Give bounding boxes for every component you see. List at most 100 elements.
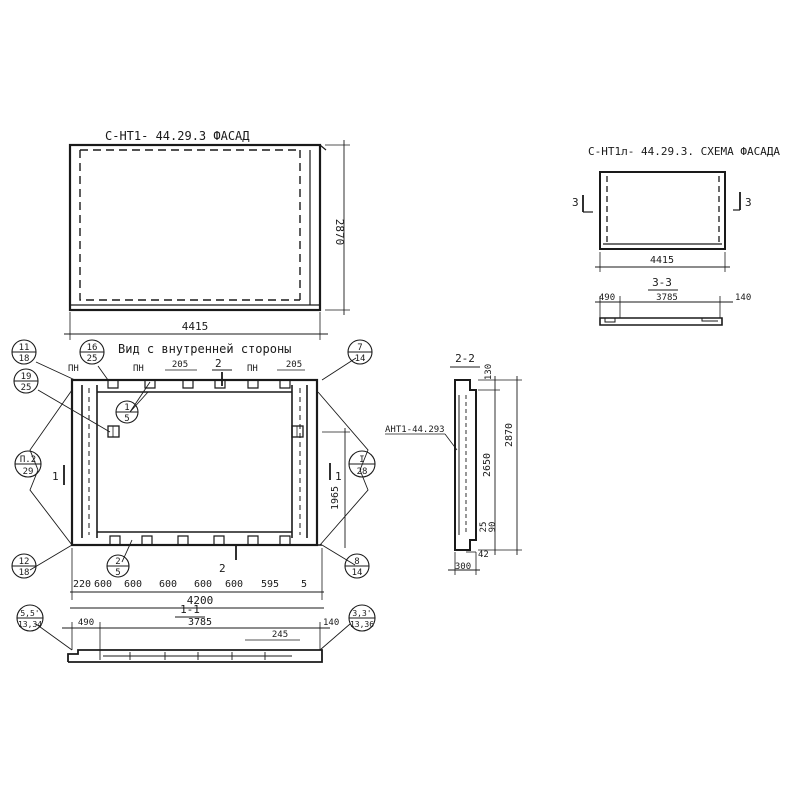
svg-text:11: 11	[19, 343, 30, 353]
svg-text:28: 28	[357, 467, 368, 477]
callout-p2-29: П.2 29	[14, 450, 42, 478]
pn-label-left: ПН	[68, 364, 79, 374]
svg-text:19: 19	[21, 372, 32, 382]
inner-view-title: Вид с внутренней стороны	[118, 342, 291, 356]
embedded-plate-right	[291, 425, 304, 438]
callout-16-25: 16 25	[79, 339, 105, 365]
callout-12-18: 12 18	[11, 553, 37, 579]
facade-hidden-lines	[79, 149, 301, 301]
callout-2-5: 2 5	[106, 554, 130, 578]
inner-view-top-sockets	[107, 380, 291, 389]
svg-text:18: 18	[19, 354, 30, 364]
top-dim-205-right: 205	[286, 360, 302, 370]
svg-text:16: 16	[87, 343, 98, 353]
scheme-outline	[599, 171, 726, 250]
callout-11-18: 11 18	[11, 339, 37, 365]
section-2-2-dim-300: 300	[455, 562, 471, 572]
bottom-dim-5: 5	[301, 579, 307, 590]
bottom-dim-600-2: 600	[124, 579, 142, 590]
svg-text:5: 5	[124, 414, 129, 424]
svg-text:1: 1	[124, 403, 129, 413]
svg-text:7: 7	[357, 343, 362, 353]
bottom-dim-600-4: 600	[194, 579, 212, 590]
section-3-3-title: 3-3	[652, 276, 672, 289]
section-1-1-dim-245: 245	[272, 630, 288, 640]
scheme-width-label: 4415	[650, 255, 674, 266]
scheme-cut-mark-right: 3	[745, 196, 752, 209]
inner-view-bottom-sockets	[109, 535, 291, 545]
section-2-2-dim-130: 130	[484, 364, 494, 380]
cut-2-top: 2	[215, 357, 222, 370]
section-2-2-dim-2650: 2650	[482, 453, 493, 477]
facade-height-label: 2870	[333, 219, 346, 246]
svg-text:18: 18	[19, 568, 30, 578]
bottom-dim-600-3: 600	[159, 579, 177, 590]
svg-text:13,34: 13,34	[18, 620, 42, 629]
callout-i-28: I 28	[348, 450, 376, 478]
section-3-3-dim-140: 140	[735, 293, 751, 303]
section-2-2-drawing: 2-2 АНТ1-44.293 130 2650 2870 25 90 42	[385, 352, 522, 575]
cut-1-right: 1	[335, 470, 342, 483]
section-1-1-profile	[67, 649, 323, 663]
section-1-1-title: 1-1	[180, 603, 200, 616]
callout-3-13-36: 3,3' 13,36	[348, 604, 376, 632]
inner-view-ribs	[81, 385, 308, 538]
section-2-2-dim-42: 42	[478, 550, 489, 560]
svg-text:3,3': 3,3'	[352, 609, 371, 618]
section-1-1-drawing: 1-1 490 3785 245 140	[35, 603, 351, 663]
bottom-dim-595: 595	[261, 579, 279, 590]
svg-text:14: 14	[355, 354, 366, 364]
svg-text:5: 5	[115, 568, 120, 578]
facade-title: С-НТ1- 44.29.3 ФАСАД	[105, 129, 250, 143]
svg-text:12: 12	[19, 557, 30, 567]
right-dim-1965: 1965	[330, 486, 341, 510]
bottom-dim-220: 220	[73, 579, 91, 590]
svg-text:2: 2	[115, 557, 120, 567]
section-3-3-drawing: 3-3 490 3785 140	[595, 276, 751, 326]
callout-5-13-34: 5,5' 13,34	[16, 604, 44, 632]
svg-text:5,5': 5,5'	[20, 609, 39, 618]
section-1-1-dim-140: 140	[323, 618, 339, 628]
callout-19-25: 19 25	[13, 368, 39, 394]
embedded-plate-left	[107, 425, 120, 438]
facade-width-label: 4415	[182, 320, 209, 333]
scheme-title: С-НТ1л- 44.29.3. СХЕМА ФАСАДА	[588, 145, 780, 158]
svg-text:13,36: 13,36	[350, 620, 374, 629]
section-2-2-dim-90: 90	[488, 522, 498, 533]
section-2-2-profile	[454, 379, 477, 551]
callout-1-5: 1 5	[115, 400, 139, 424]
bottom-dim-600-5: 600	[225, 579, 243, 590]
pn-label-right: ПН	[247, 364, 258, 374]
svg-text:П.2: П.2	[20, 455, 36, 465]
section-1-1-dim-3785: 3785	[188, 617, 212, 628]
scheme-cut-mark-left: 3	[572, 196, 579, 209]
top-dim-205-left: 205	[172, 360, 188, 370]
callout-7-14: 7 14	[347, 339, 373, 365]
facade-outline	[68, 143, 322, 312]
cut-2-bottom: 2	[219, 562, 226, 575]
bottom-dim-600-1: 600	[94, 579, 112, 590]
callout-8-14: 8 14	[344, 553, 370, 579]
section-2-2-label: АНТ1-44.293	[385, 425, 445, 435]
section-3-3-profile	[599, 317, 723, 326]
inner-view-drawing: Вид с внутренней стороны ПН ПН ПН 2	[29, 342, 369, 609]
section-3-3-dim-490: 490	[599, 293, 615, 303]
svg-text:29: 29	[23, 467, 34, 477]
svg-text:8: 8	[354, 557, 359, 567]
svg-text:I: I	[359, 455, 364, 465]
inner-view-outline	[70, 378, 319, 547]
pn-label-middle: ПН	[133, 364, 144, 374]
section-2-2-dim-2870: 2870	[504, 423, 515, 447]
callout-leaders	[29, 357, 369, 571]
facade-drawing: С-НТ1- 44.29.3 ФАСАД 2870 4415	[64, 129, 350, 340]
svg-text:25: 25	[87, 354, 98, 364]
svg-text:25: 25	[21, 383, 32, 393]
scheme-drawing: С-НТ1л- 44.29.3. СХЕМА ФАСАДА 3 3 4415	[572, 145, 780, 272]
bottom-total-4200: 4200	[187, 594, 214, 607]
section-2-2-title: 2-2	[455, 352, 475, 365]
section-2-2-dim-25: 25	[479, 522, 489, 533]
svg-text:14: 14	[352, 568, 363, 578]
section-1-1-dim-490: 490	[78, 618, 94, 628]
section-3-3-dim-3785: 3785	[656, 293, 678, 303]
